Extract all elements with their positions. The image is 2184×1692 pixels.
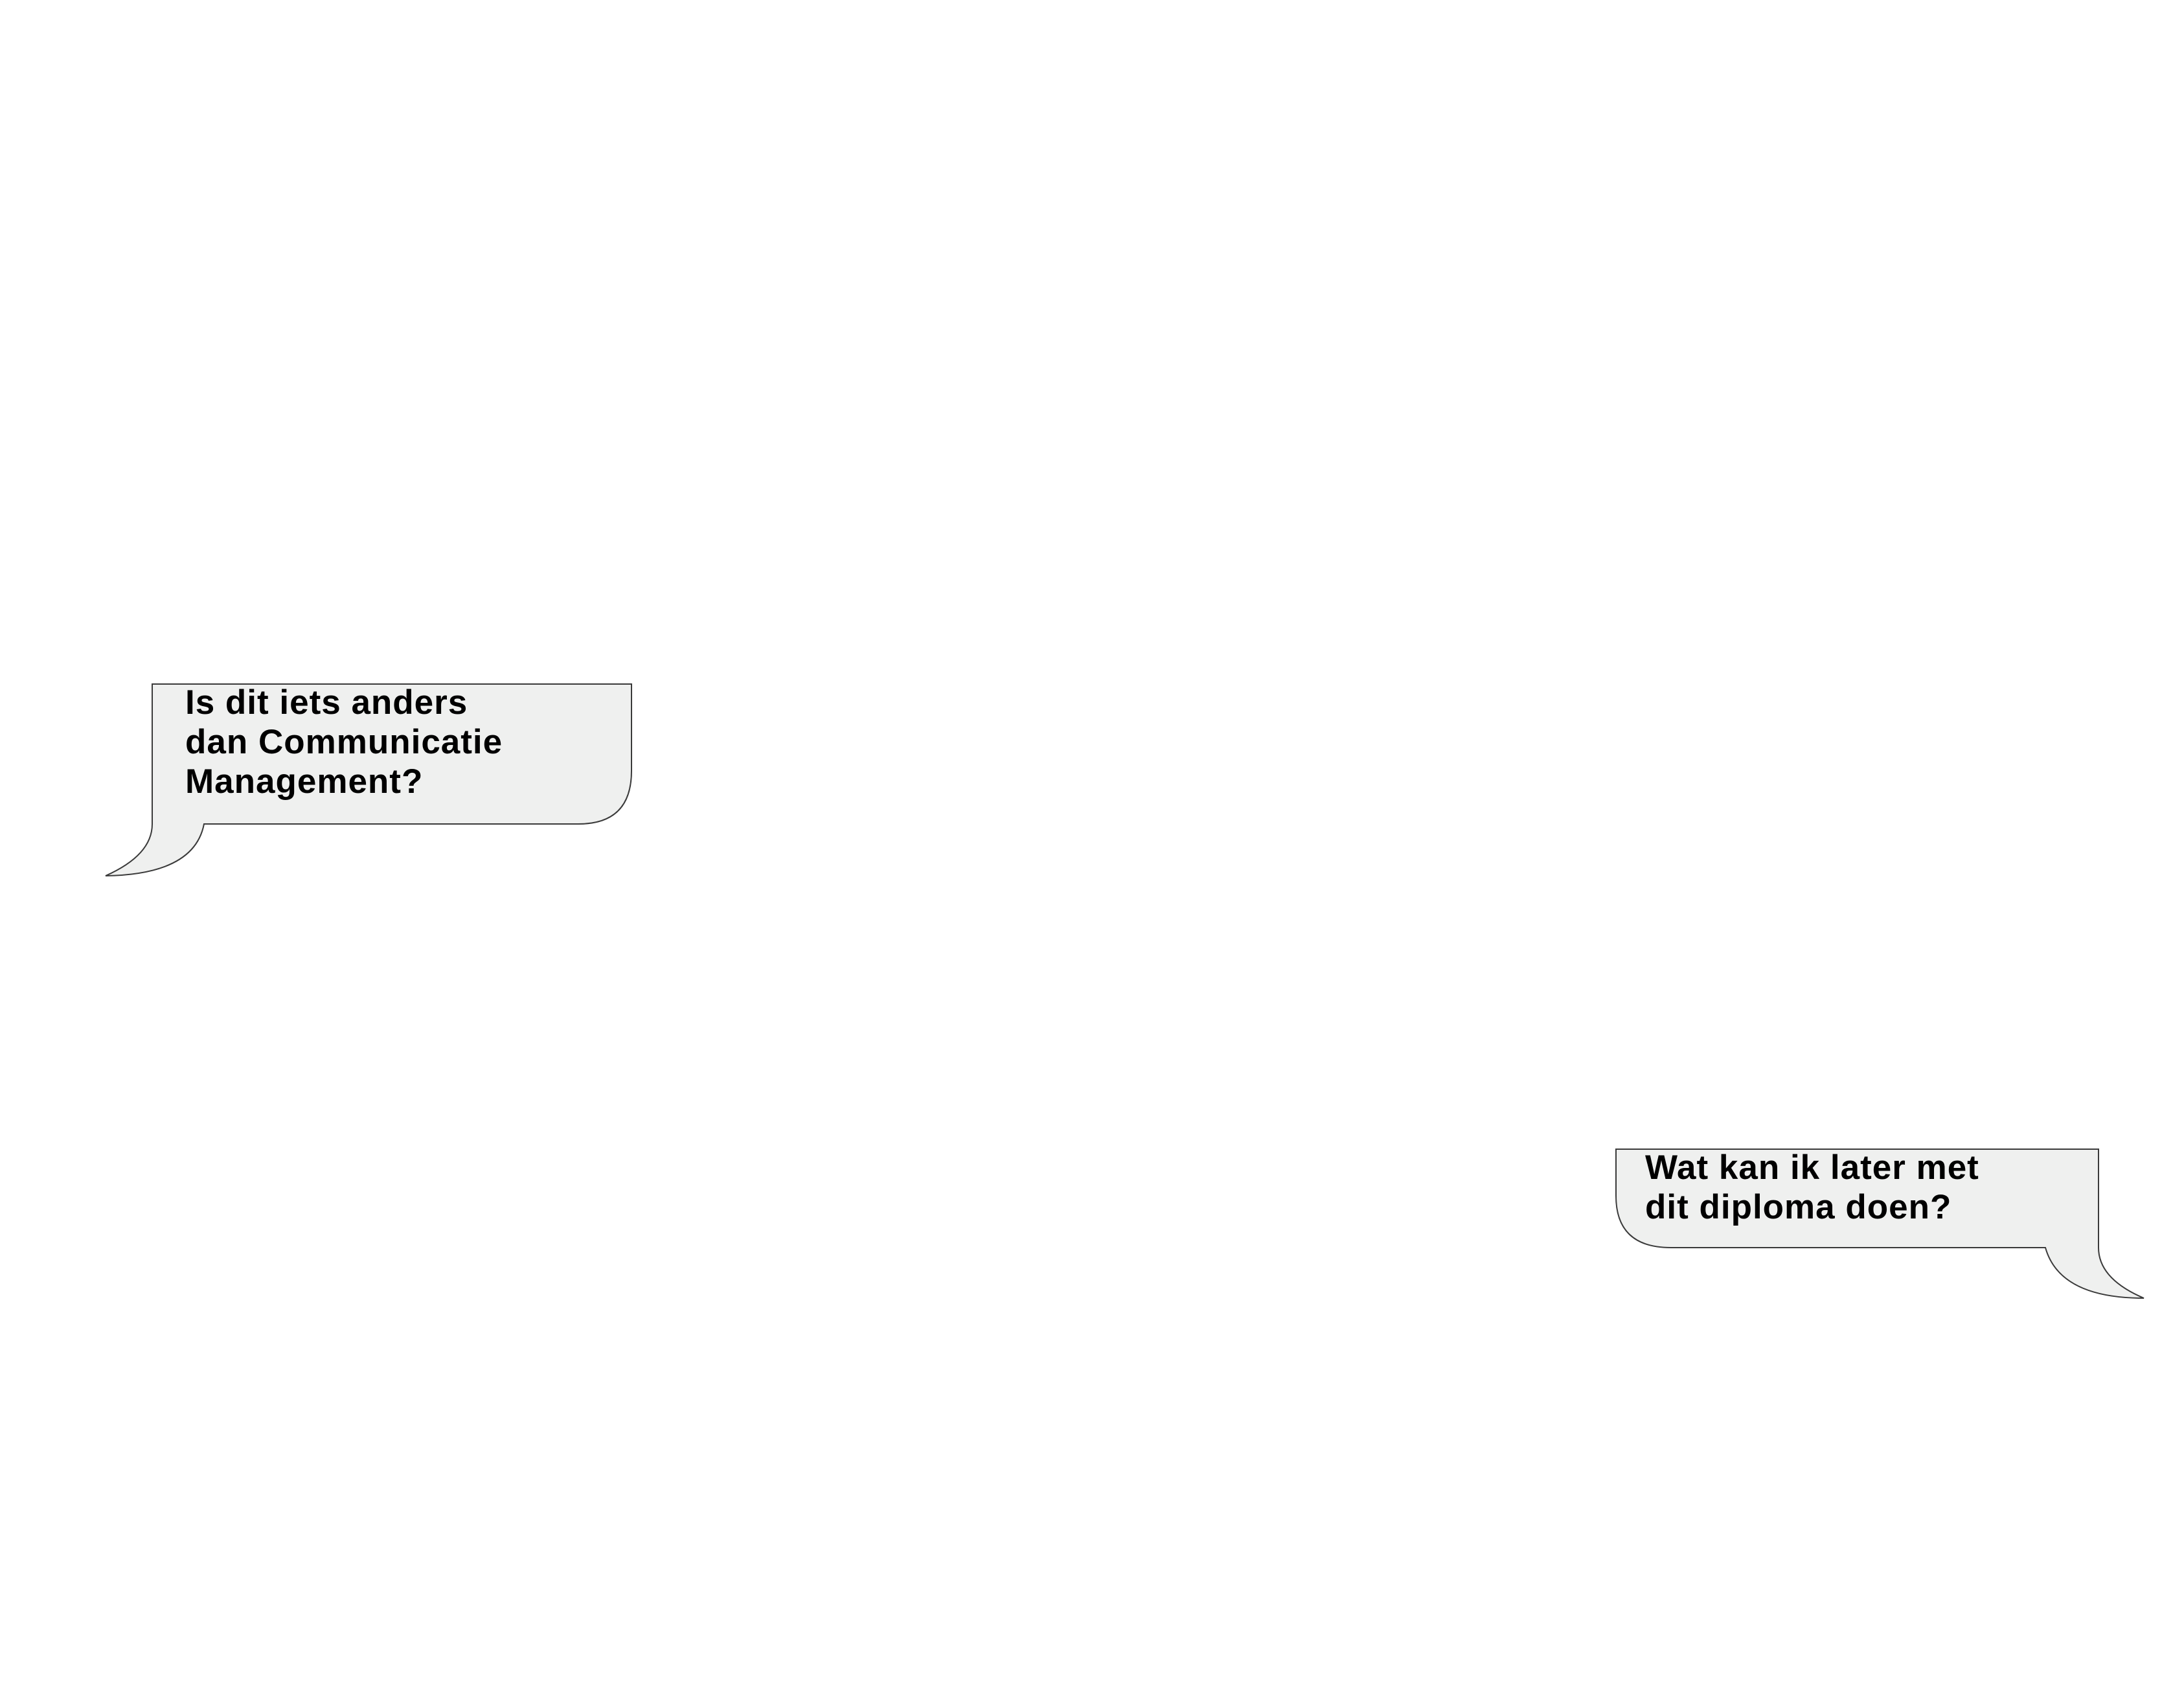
speech-bubble-left-text: Is dit iets anders dan Communicatie Mana… — [185, 683, 503, 801]
speech-bubble-right-outline — [1615, 1149, 2144, 1299]
speech-bubble-left-outline — [105, 683, 632, 876]
speech-bubble-right-text: Wat kan ik later met dit diploma doen? — [1645, 1149, 1979, 1226]
